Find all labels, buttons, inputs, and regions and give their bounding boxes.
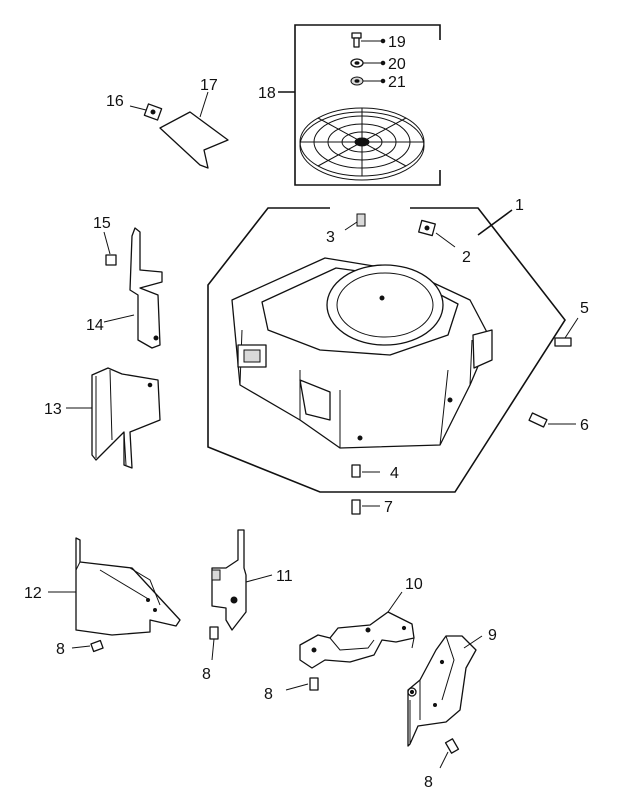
callout-16: 16 [106, 93, 124, 110]
callout-12: 12 [24, 585, 42, 602]
callout-2: 2 [462, 249, 471, 266]
callout-19: 19 [388, 34, 406, 51]
washer-20 [350, 58, 386, 68]
callout-labels: 1 2 3 4 5 6 7 8 8 8 8 9 10 11 12 13 14 1… [24, 34, 589, 791]
callout-10: 10 [405, 576, 423, 593]
callout-5: 5 [580, 300, 589, 317]
screw-15 [103, 231, 117, 266]
blower-housing-group [207, 207, 566, 493]
callout-18: 18 [258, 85, 276, 102]
plate-17 [159, 91, 229, 169]
screw-8c [285, 677, 319, 691]
callout-14: 14 [86, 317, 104, 334]
callout-1: 1 [515, 197, 524, 214]
baffle-left-12 [48, 537, 181, 636]
clip-16 [129, 103, 163, 121]
screw-5 [554, 317, 579, 347]
baffle-small-11 [211, 529, 273, 631]
screw-19 [351, 32, 386, 48]
bracket-10 [299, 591, 415, 669]
housing-group-outline [207, 207, 566, 493]
callout-4: 4 [390, 465, 399, 482]
nut-21 [350, 76, 386, 86]
callout-3: 3 [326, 229, 335, 246]
screw-3 [344, 213, 366, 231]
baffle-right-9 [407, 635, 483, 747]
callout-8-bracket: 8 [264, 686, 273, 703]
callout-6: 6 [580, 417, 589, 434]
cylinder-baffle-13 [66, 367, 161, 469]
callout-17: 17 [200, 77, 218, 94]
grass-screen-assembly [278, 24, 441, 186]
screw-8d [439, 738, 460, 769]
callout-8-left: 8 [56, 641, 65, 658]
callout-20: 20 [388, 56, 406, 73]
screw-8a [71, 639, 104, 653]
screw-7 [351, 499, 380, 515]
callout-11: 11 [276, 568, 293, 585]
blower-housing [231, 257, 493, 449]
screw-6 [528, 412, 576, 428]
screw-4 [351, 464, 380, 478]
clip-nut-2 [418, 219, 456, 248]
callout-7: 7 [384, 499, 393, 516]
callout-13: 13 [44, 401, 62, 418]
callout-8-right: 8 [424, 774, 433, 791]
callout-8-center: 8 [202, 666, 211, 683]
callout-9: 9 [488, 627, 497, 644]
callout-21: 21 [388, 74, 406, 91]
callout-15: 15 [93, 215, 111, 232]
grass-screen [299, 107, 425, 181]
assembly-bracket-box [294, 24, 441, 186]
screw-8b [209, 626, 219, 661]
baffle-bracket-14 [103, 227, 163, 349]
